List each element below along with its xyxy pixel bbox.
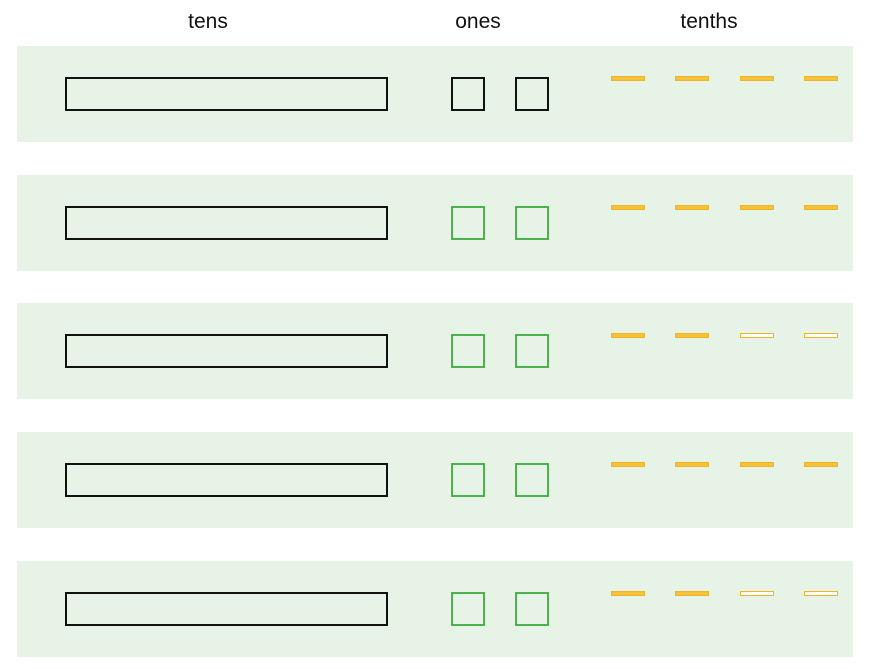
tenths-flat: [804, 462, 838, 467]
ones-cube: [451, 206, 485, 240]
tens-column-header: tens: [188, 10, 228, 33]
place-value-row: [17, 432, 853, 528]
tenths-flat: [740, 76, 774, 81]
tenths-flat: [675, 76, 709, 81]
ones-cube: [515, 77, 549, 111]
ones-cube: [515, 206, 549, 240]
tenths-flat: [804, 591, 838, 596]
tenths-flat: [804, 76, 838, 81]
ones-cube: [451, 463, 485, 497]
tenths-flat: [611, 462, 645, 467]
place-value-row: [17, 561, 853, 657]
tens-rod: [65, 334, 388, 368]
place-value-row: [17, 303, 853, 399]
ones-cube: [515, 463, 549, 497]
ones-cube: [451, 592, 485, 626]
ones-cube: [451, 334, 485, 368]
ones-cube: [515, 592, 549, 626]
ones-column-header: ones: [455, 10, 501, 33]
tenths-flat: [740, 205, 774, 210]
tens-rod: [65, 592, 388, 626]
tenths-flat: [740, 462, 774, 467]
tenths-flat: [804, 205, 838, 210]
tens-rod: [65, 463, 388, 497]
tenths-flat: [611, 591, 645, 596]
tenths-flat: [675, 205, 709, 210]
tenths-flat: [740, 333, 774, 338]
tenths-column-header: tenths: [680, 10, 738, 33]
ones-cube: [451, 77, 485, 111]
tens-rod: [65, 77, 388, 111]
tenths-flat: [675, 333, 709, 338]
tenths-flat: [804, 333, 838, 338]
tens-rod: [65, 206, 388, 240]
tenths-flat: [611, 76, 645, 81]
tenths-flat: [675, 462, 709, 467]
place-value-row: [17, 175, 853, 271]
tenths-flat: [611, 205, 645, 210]
place-value-row: [17, 46, 853, 142]
tenths-flat: [611, 333, 645, 338]
tenths-flat: [740, 591, 774, 596]
ones-cube: [515, 334, 549, 368]
tenths-flat: [675, 591, 709, 596]
